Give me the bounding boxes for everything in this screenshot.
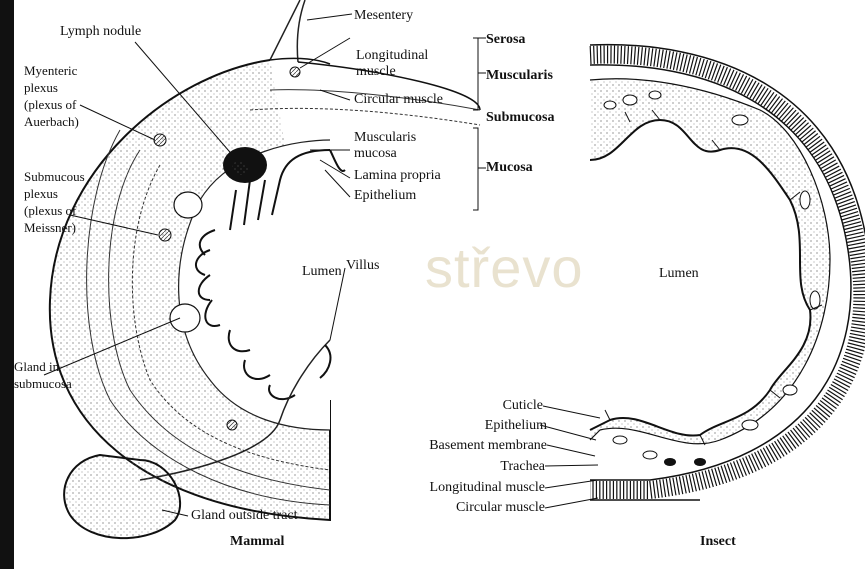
label-myenteric-line2: plexus — [24, 79, 58, 96]
insect-diagram — [590, 45, 865, 500]
mammal-diagram — [50, 0, 480, 538]
label-myenteric-line3: (plexus of — [24, 96, 76, 113]
label-lymph-nodule: Lymph nodule — [60, 24, 141, 39]
label-muscularis: Muscularis — [486, 68, 553, 83]
label-gland-in-line2: submucosa — [14, 375, 72, 392]
label-myenteric-line1: Myenteric — [24, 62, 77, 79]
label-muscularis-mucosa-line2: mucosa — [354, 146, 397, 161]
label-longitudinal-muscle-line2: muscle — [356, 64, 396, 79]
label-basement-membrane: Basement membrane — [429, 438, 547, 453]
label-submucosa: Submucosa — [486, 110, 554, 125]
label-serosa: Serosa — [486, 32, 525, 47]
label-trachea: Trachea — [500, 459, 545, 474]
label-circular-muscle: Circular muscle — [354, 92, 443, 107]
label-mammal: Mammal — [230, 534, 284, 549]
label-lamina-propria: Lamina propria — [354, 168, 441, 183]
label-villus: Villus — [346, 258, 379, 273]
label-longitudinal-muscle-line1: Longitudinal — [356, 48, 428, 63]
watermark-text: střevo — [425, 235, 584, 300]
label-lumen-insect: Lumen — [659, 266, 699, 281]
label-myenteric-line4: Auerbach) — [24, 113, 79, 130]
label-longitudinal-muscle-insect: Longitudinal muscle — [430, 480, 545, 495]
label-submucous-line3: (plexus of — [24, 202, 76, 219]
label-epithelium-mammal: Epithelium — [354, 188, 416, 203]
label-epithelium-insect: Epithelium — [485, 418, 547, 433]
label-gland-outside-tract: Gland outside tract — [191, 508, 298, 523]
label-lumen-mammal: Lumen — [302, 264, 342, 279]
label-muscularis-mucosa-line1: Muscularis — [354, 130, 416, 145]
label-mesentery: Mesentery — [354, 8, 413, 23]
label-circular-muscle-insect: Circular muscle — [456, 500, 545, 515]
label-cuticle: Cuticle — [503, 398, 543, 413]
label-mucosa: Mucosa — [486, 160, 533, 175]
label-insect: Insect — [700, 534, 736, 549]
label-submucous-line4: Meissner) — [24, 219, 76, 236]
label-submucous-line1: Submucous — [24, 168, 85, 185]
label-submucous-line2: plexus — [24, 185, 58, 202]
label-gland-in-line1: Gland in — [14, 358, 59, 375]
left-border-bar — [0, 0, 14, 569]
